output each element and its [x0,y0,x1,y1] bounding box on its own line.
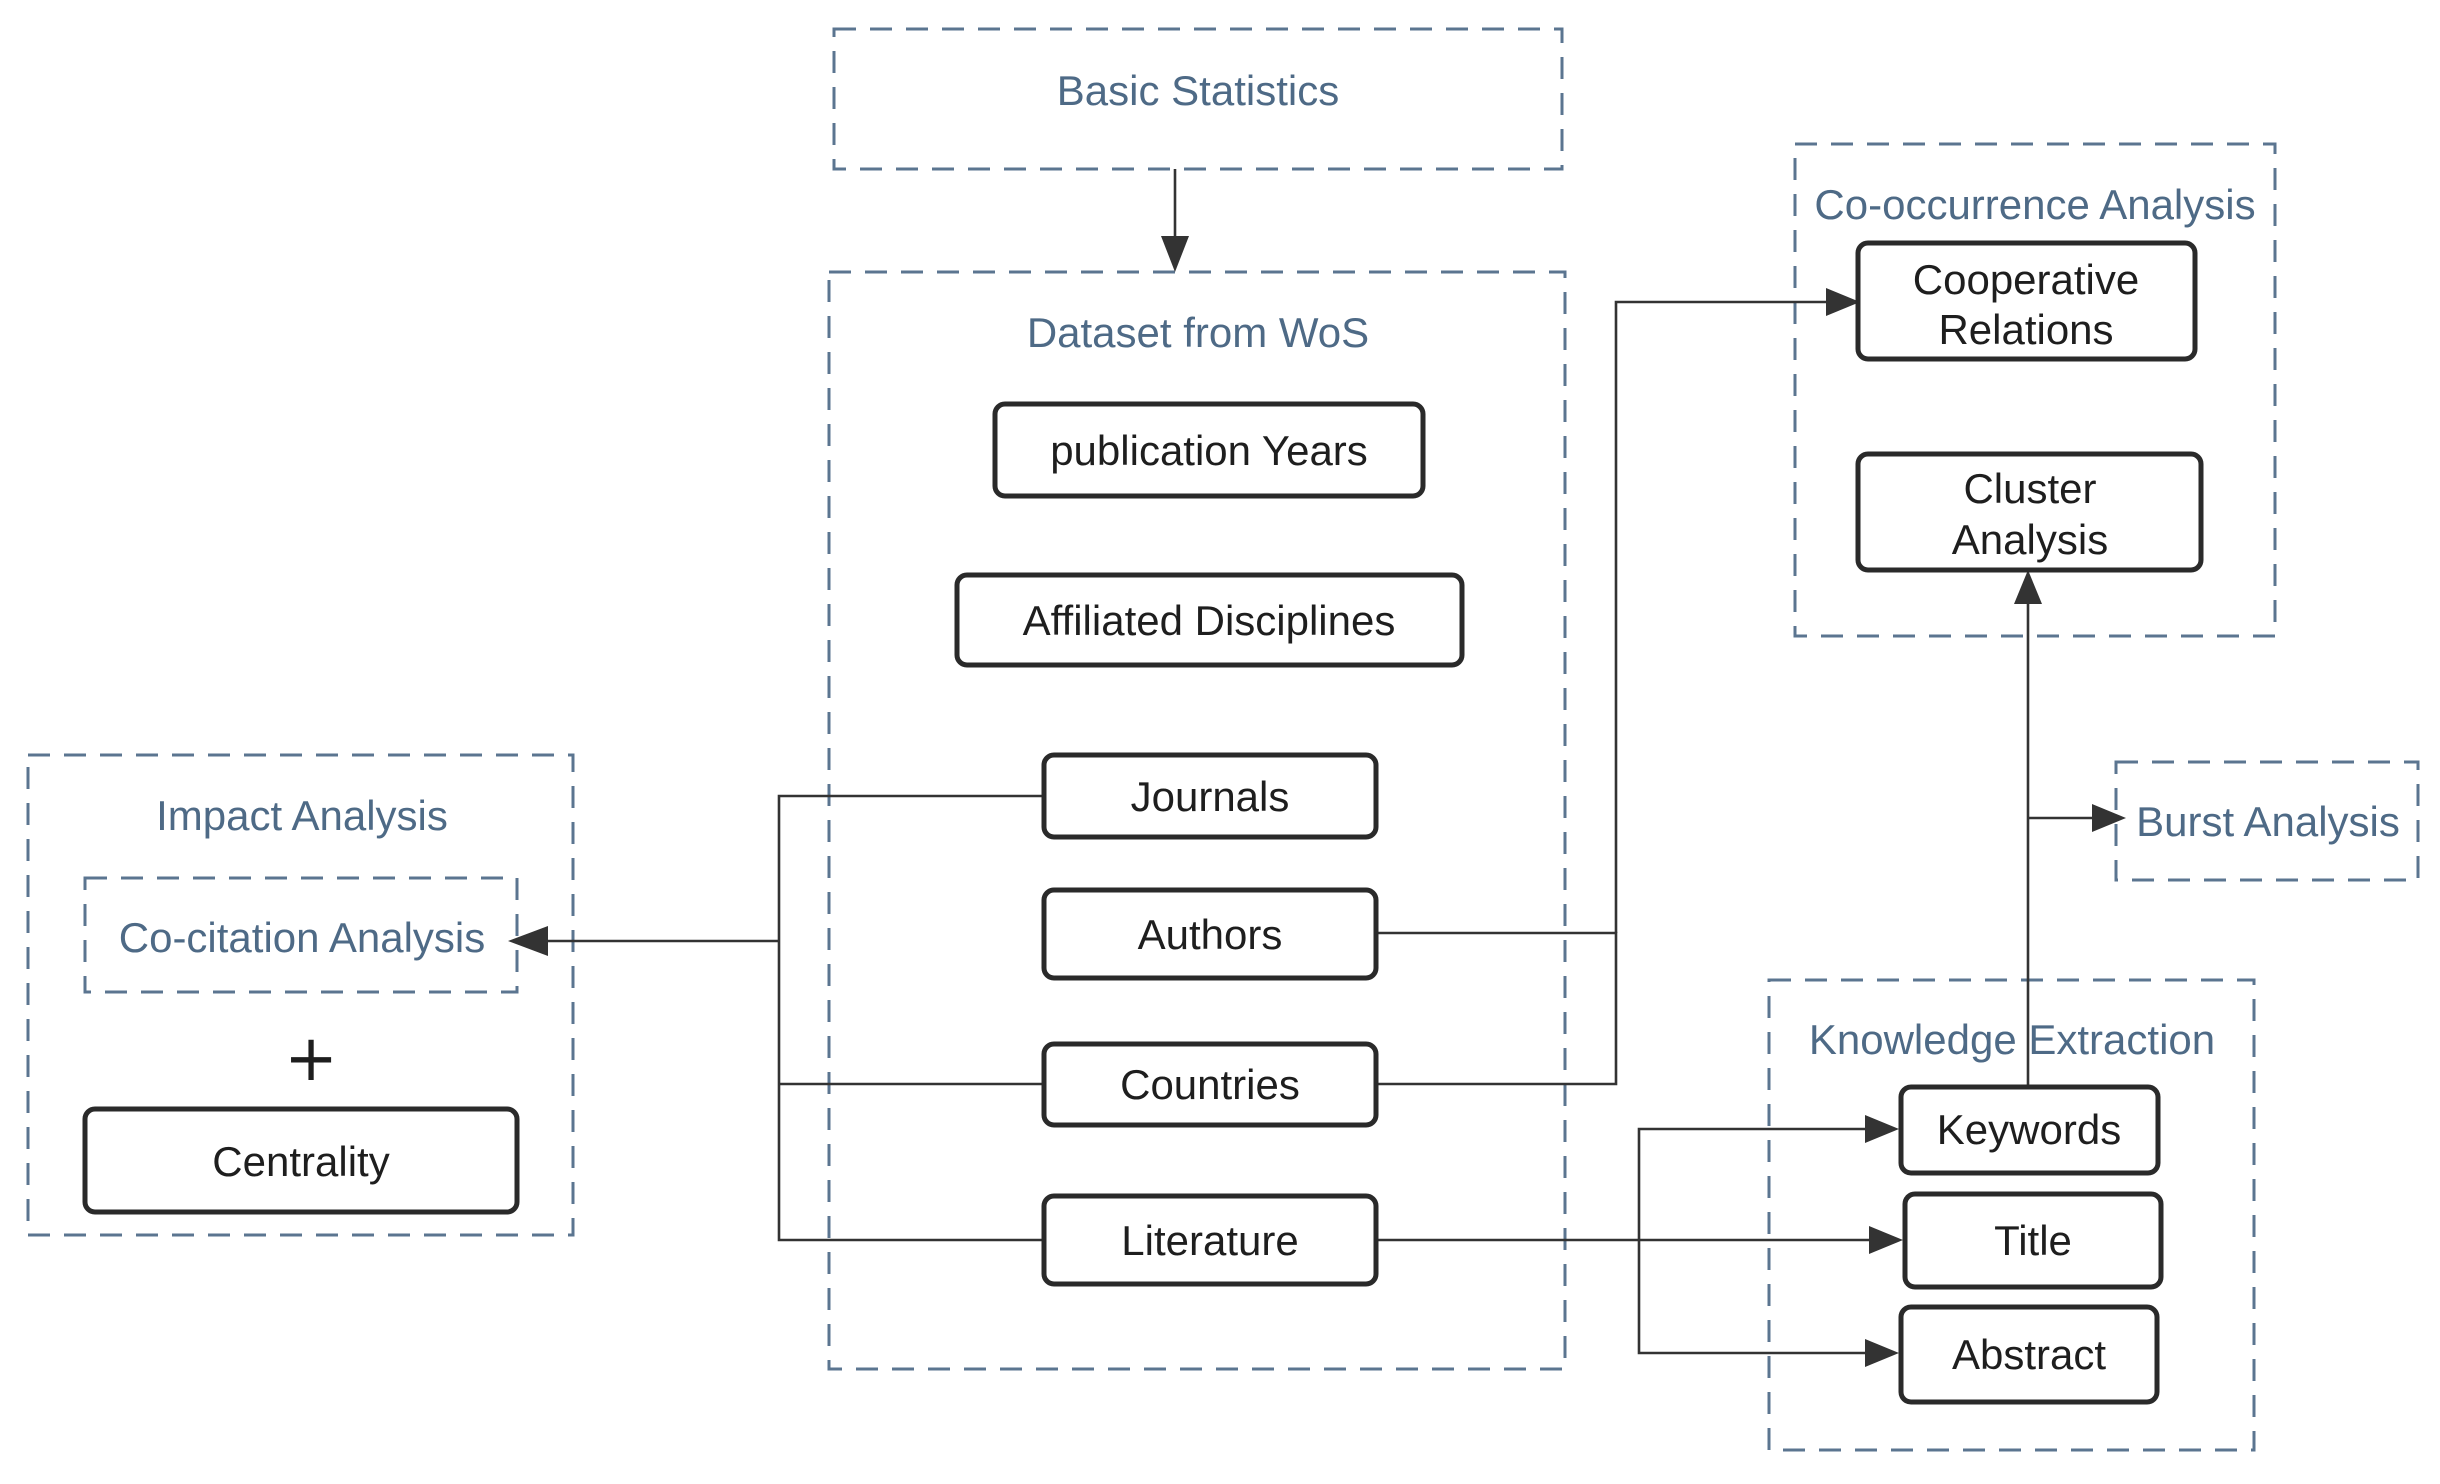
authors-node [1041,887,1379,981]
basic-statistics-label: Basic Statistics [1057,67,1339,114]
cooperative-arrowhead [1826,288,1860,316]
cooperative-relations-label-line-2: Relations [1938,306,2113,353]
basic-statistics-group [832,27,1564,171]
co-citation-label: Co-citation Analysis [119,914,486,961]
cluster-analysis-label-line-1: Cluster [1963,465,2096,512]
centrality-node [82,1106,520,1215]
dataset-group [827,270,1567,1371]
countries-label: Countries [1120,1061,1300,1108]
countries-node [1041,1041,1379,1128]
title-node [1902,1191,2164,1290]
abstract-node [1898,1304,2160,1405]
co-citation-arrowhead [508,926,548,956]
co-citation-group [83,876,519,994]
impact-analysis-group [26,753,575,1237]
cluster-analysis-label-line-2: Analysis [1952,516,2108,563]
co-occurrence-group [1793,142,2277,638]
abstract-arrowhead [1865,1339,1899,1367]
dataset-label: Dataset from WoS [1027,309,1369,356]
keywords-arrowhead [1865,1115,1899,1143]
cooperative-relations-node [1855,240,2198,362]
impact-analysis-label: Impact Analysis [156,792,448,839]
abstract-label: Abstract [1952,1331,2106,1378]
literature-label: Literature [1121,1217,1298,1264]
title-label: Title [1994,1217,2072,1264]
journals-connector [777,794,1044,1242]
knowledge-extraction-label: Knowledge Extraction [1809,1016,2215,1063]
burst-analysis-label: Burst Analysis [2136,798,2400,845]
cooperative-relations-label-line-1: Cooperative [1913,256,2139,303]
keywords-label: Keywords [1937,1106,2121,1153]
authors-connector [1376,931,1618,1086]
cluster-analysis-node [1855,451,2204,573]
knowledge-extraction-group [1767,978,2256,1452]
cooperative-connector [1614,300,1830,933]
cluster-arrowhead [2014,570,2042,604]
publication-years-label: publication Years [1050,427,1368,474]
title-arrowhead [1869,1226,1903,1254]
dataset-arrowhead [1161,236,1189,272]
plus-symbol: + [284,1022,338,1096]
affiliated-disciplines-label: Affiliated Disciplines [1023,597,1396,644]
co-occurrence-label: Co-occurrence Analysis [1814,181,2255,228]
literature-node [1041,1193,1379,1287]
centrality-label: Centrality [212,1138,389,1185]
publication-years-node [992,401,1426,499]
authors-label: Authors [1138,911,1283,958]
keywords-connector [1637,1127,1866,1355]
affiliated-disciplines-node [954,572,1465,668]
journals-node [1041,752,1379,840]
burst-arrowhead [2092,804,2126,832]
keywords-node [1898,1084,2161,1176]
burst-analysis-group [2114,760,2420,882]
journals-label: Journals [1131,773,1290,820]
